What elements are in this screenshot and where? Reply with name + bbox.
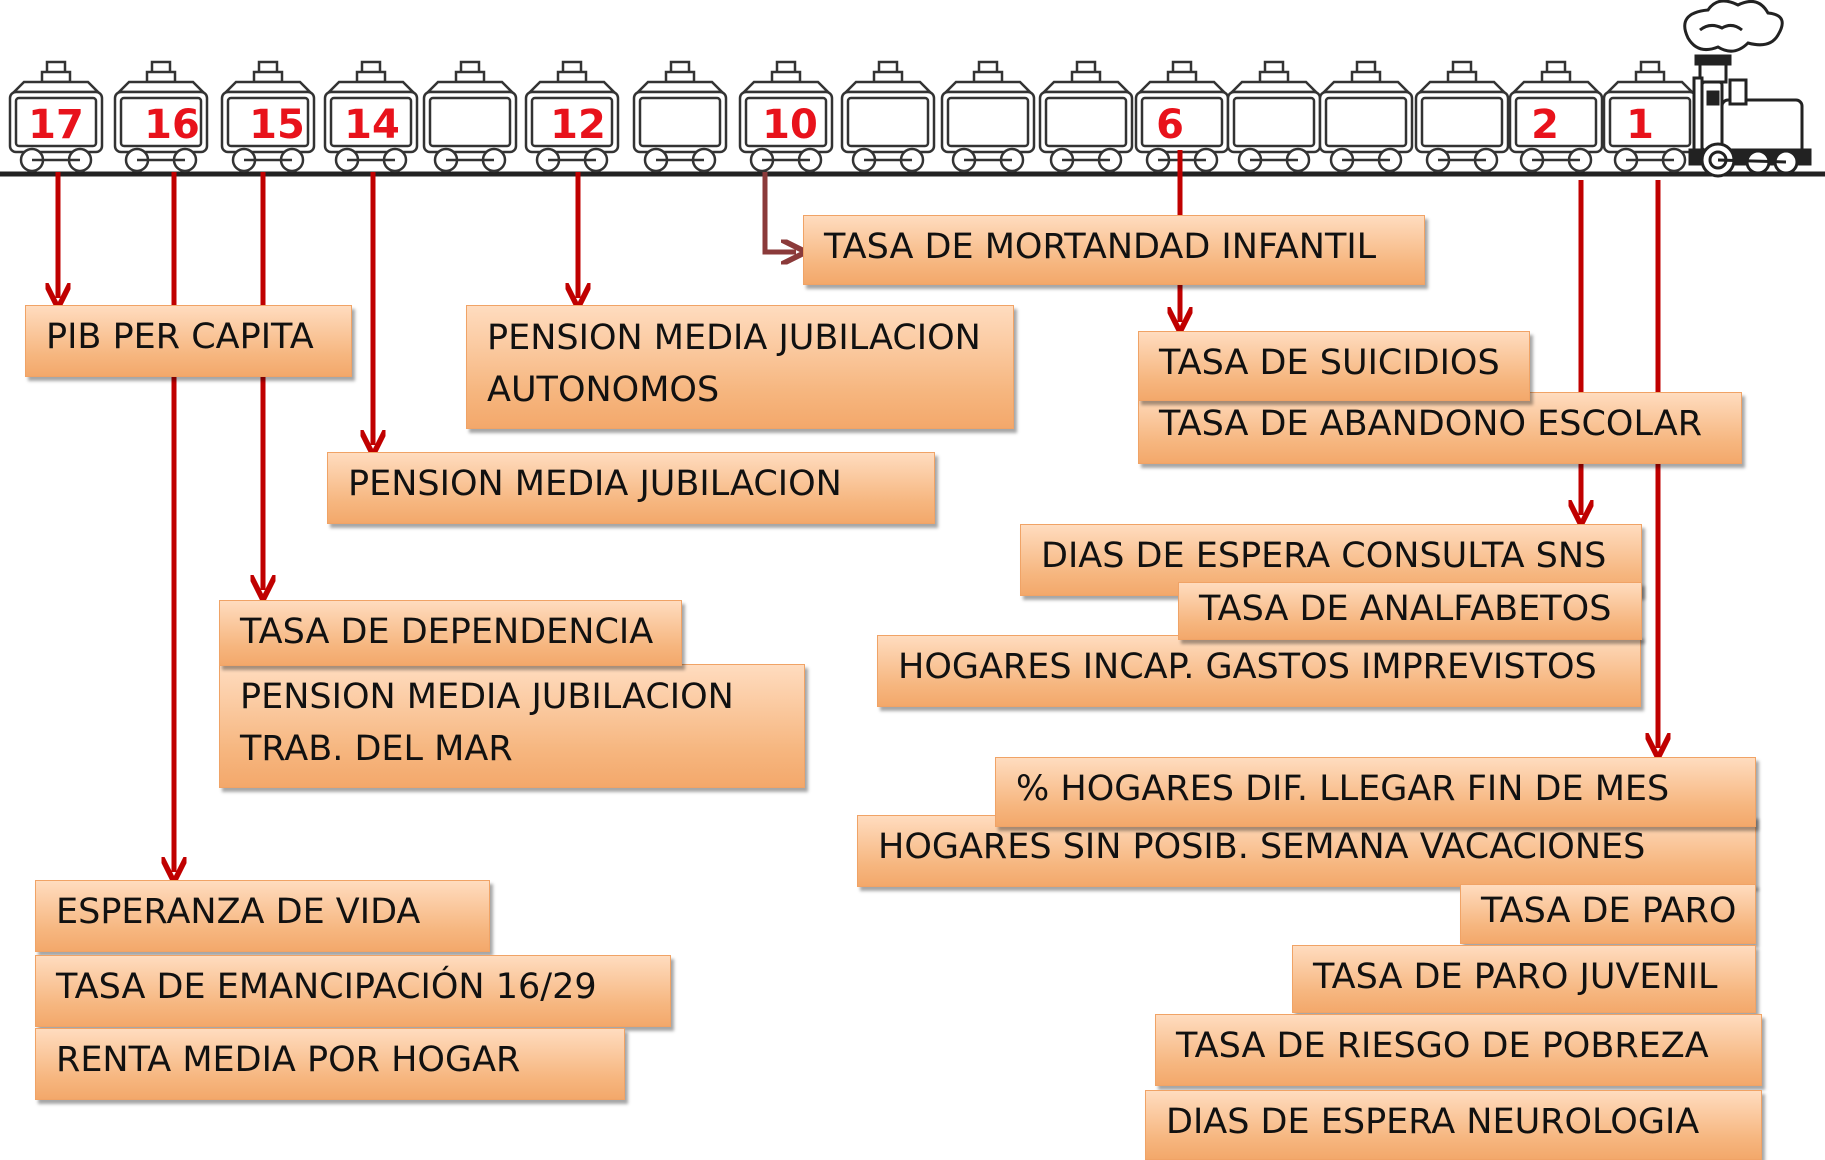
car-number-14: 14 xyxy=(344,102,400,148)
box-tasa-dependencia: TASA DE DEPENDENCIA xyxy=(219,600,682,666)
box-abandono-escolar: TASA DE ABANDONO ESCOLAR xyxy=(1138,392,1742,464)
car-number-1: 1 xyxy=(1626,102,1654,148)
car-number-15: 15 xyxy=(249,102,305,148)
car-number-17: 17 xyxy=(28,102,84,148)
car-number-12: 12 xyxy=(550,102,606,148)
box-pib-per-capita: PIB PER CAPITA xyxy=(25,305,352,377)
box-pension-media: PENSION MEDIA JUBILACION xyxy=(327,452,935,524)
wagon-row xyxy=(8,60,1698,173)
box-hogares-gastos: HOGARES INCAP. GASTOS IMPREVISTOS xyxy=(877,635,1641,707)
car-number-16: 16 xyxy=(144,102,200,148)
box-mortandad-infantil: TASA DE MORTANDAD INFANTIL xyxy=(803,215,1425,285)
wagon xyxy=(323,60,419,173)
wagon xyxy=(1318,60,1414,173)
wagon xyxy=(1038,60,1134,173)
wagon xyxy=(422,60,518,173)
box-renta-media: RENTA MEDIA POR HOGAR xyxy=(35,1028,625,1100)
wagon xyxy=(8,60,104,173)
wagon xyxy=(1602,60,1698,173)
box-tasa-paro: TASA DE PARO xyxy=(1460,884,1756,944)
wagon xyxy=(1226,60,1322,173)
wagon xyxy=(220,60,316,173)
arrow-10 xyxy=(762,172,796,252)
box-esperanza-vida: ESPERANZA DE VIDA xyxy=(35,880,490,952)
wagon xyxy=(632,60,728,173)
wagon xyxy=(1508,60,1604,173)
car-number-6: 6 xyxy=(1156,102,1184,148)
box-tasa-analfabetos: TASA DE ANALFABETOS xyxy=(1178,582,1642,640)
wagon xyxy=(524,60,620,173)
wagon xyxy=(840,60,936,173)
wagon xyxy=(940,60,1036,173)
wagon xyxy=(1414,60,1510,173)
box-tasa-emancipacion: TASA DE EMANCIPACIÓN 16/29 xyxy=(35,955,671,1027)
box-pension-autonomos: PENSION MEDIA JUBILACION AUTONOMOS xyxy=(466,305,1014,429)
box-dias-espera-neurologia: DIAS DE ESPERA NEUROLOGIA xyxy=(1145,1090,1762,1160)
car-number-10: 10 xyxy=(762,102,818,148)
box-tasa-paro-juvenil: TASA DE PARO JUVENIL xyxy=(1292,945,1756,1013)
box-pension-mar: PENSION MEDIA JUBILACION TRAB. DEL MAR xyxy=(219,664,805,788)
car-number-2: 2 xyxy=(1531,102,1559,148)
box-hogares-vacaciones: HOGARES SIN POSIB. SEMANA VACACIONES xyxy=(857,815,1756,887)
box-tasa-suicidios: TASA DE SUICIDIOS xyxy=(1138,331,1530,401)
steam-locomotive-icon xyxy=(1683,0,1812,178)
wagon xyxy=(738,60,834,173)
box-riesgo-pobreza: TASA DE RIESGO DE POBREZA xyxy=(1155,1014,1762,1086)
wagon xyxy=(113,60,209,173)
box-hogares-fin-mes: % HOGARES DIF. LLEGAR FIN DE MES xyxy=(995,757,1756,827)
